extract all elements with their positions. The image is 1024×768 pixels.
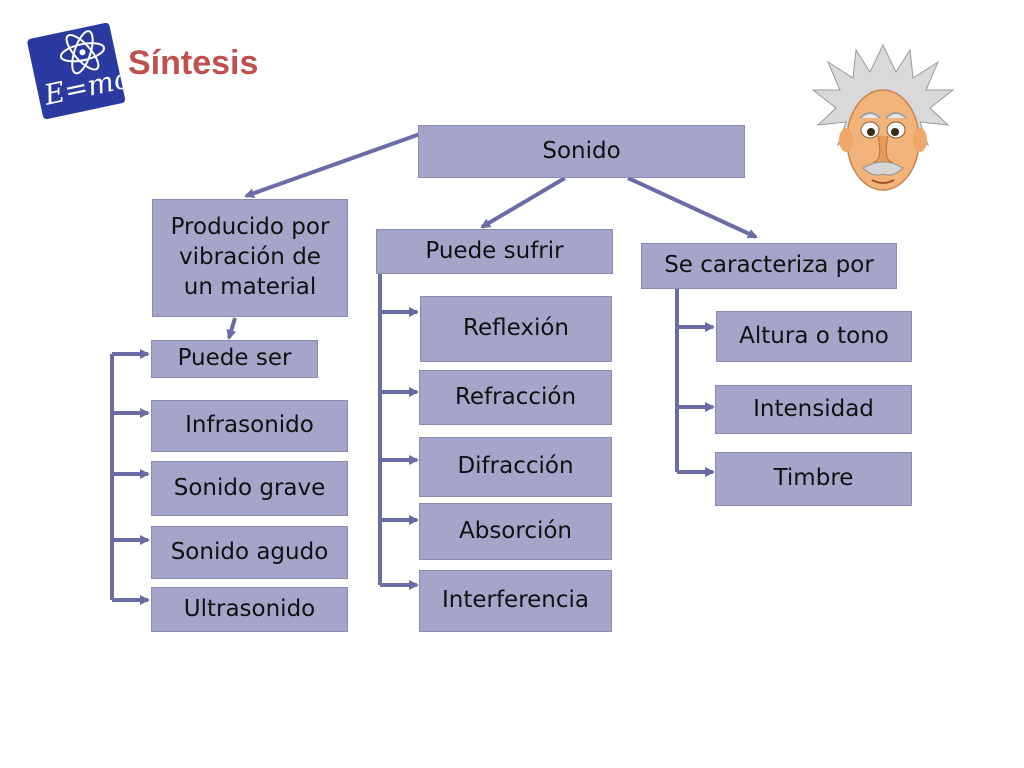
node-absorcion: Absorción	[419, 503, 612, 560]
node-interferencia: Interferencia	[419, 570, 612, 632]
node-infrasonido: Infrasonido	[151, 400, 348, 452]
einstein-face-icon	[811, 43, 955, 191]
emc2-logo-icon: E=mc²	[27, 22, 126, 120]
node-ultrasonido: Ultrasonido	[151, 587, 348, 632]
node-producido: Producido por vibración de un material	[152, 199, 348, 317]
node-intensidad: Intensidad	[715, 385, 912, 434]
node-puede-ser: Puede ser	[151, 340, 318, 378]
node-producido-line-3: un material	[183, 273, 317, 300]
node-difraccion: Difracción	[419, 437, 612, 497]
node-sonido-agudo: Sonido agudo	[151, 526, 348, 579]
node-refraccion: Refracción	[419, 370, 612, 425]
node-altura-tono: Altura o tono	[716, 311, 912, 362]
node-producido-line-1: Producido por	[170, 214, 330, 241]
page-title: Síntesis	[128, 44, 259, 82]
node-reflexion: Reflexión	[420, 296, 612, 362]
node-sonido-grave: Sonido grave	[151, 461, 348, 516]
node-producido-line-2: vibración de	[179, 244, 321, 271]
node-timbre: Timbre	[715, 452, 912, 506]
node-sonido: Sonido	[418, 125, 745, 178]
node-se-caracteriza: Se caracteriza por	[641, 243, 897, 289]
node-puede-sufrir: Puede sufrir	[376, 229, 613, 274]
